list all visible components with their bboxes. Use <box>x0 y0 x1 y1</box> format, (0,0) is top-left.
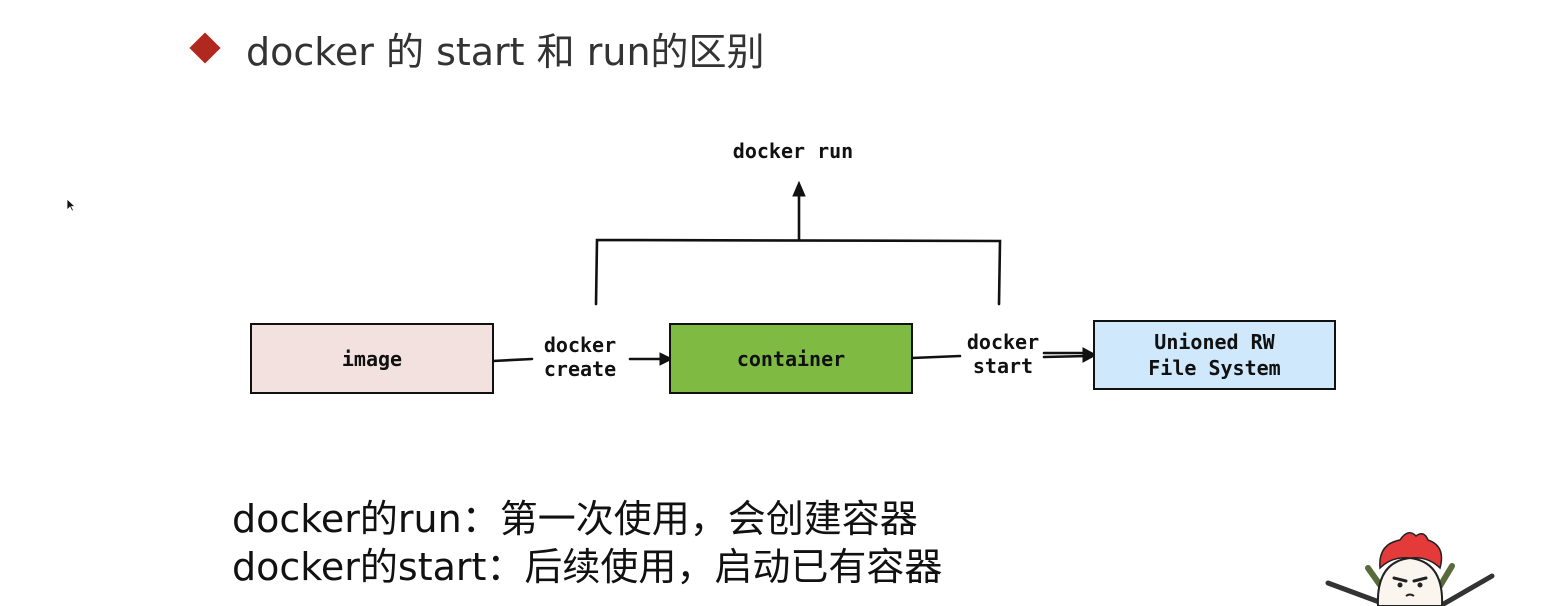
note-start: docker的start：后续使用，启动已有容器 <box>232 545 943 589</box>
docker-create-label: docker create <box>543 333 617 382</box>
run-bracket <box>594 238 1002 306</box>
container-box-label: container <box>736 346 846 371</box>
start-edge-in <box>910 354 962 360</box>
container-box: container <box>669 323 913 394</box>
create-edge-in <box>491 357 534 363</box>
notes: docker的run：第一次使用，会创建容器 docker的start：后续使用… <box>232 495 942 591</box>
rw-file-system-box-label: Unioned RW File System <box>1148 330 1281 380</box>
slide-title-row: docker 的 start 和 run的区别 <box>189 26 765 74</box>
create-arrowhead <box>659 352 674 366</box>
mascot-character-icon <box>1325 532 1495 606</box>
note-run: docker的run：第一次使用，会创建容器 <box>232 497 918 541</box>
mouse-cursor-icon <box>66 198 76 212</box>
run-arrowhead <box>792 180 806 197</box>
slide-title: docker 的 start 和 run的区别 <box>246 29 765 74</box>
start-arrowhead <box>1082 347 1098 363</box>
image-box: image <box>250 323 494 394</box>
docker-start-label: docker start <box>966 330 1040 379</box>
rw-file-system-box: Unioned RW File System <box>1093 320 1336 390</box>
image-box-label: image <box>341 346 403 371</box>
docker-run-label: docker run <box>732 139 854 163</box>
